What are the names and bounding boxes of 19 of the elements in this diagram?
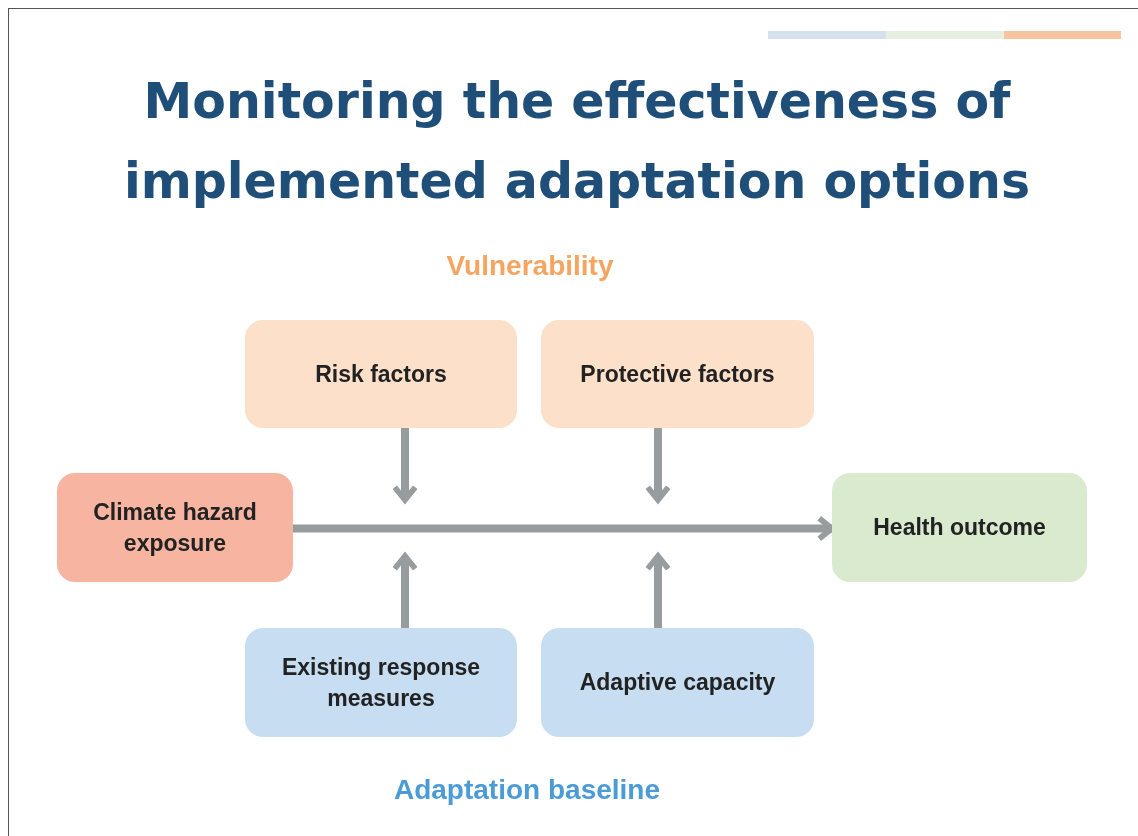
- arrow: [644, 428, 672, 503]
- measure-box: [541, 628, 814, 737]
- group-heading: Vulnerability: [445, 250, 615, 282]
- node-label: Climate hazard exposure: [92, 497, 258, 558]
- arrow: [391, 428, 419, 503]
- node-label: Adaptive capacity: [579, 668, 776, 697]
- arrow: [644, 553, 672, 628]
- node-label: Protective factors: [580, 359, 775, 389]
- arrow: [391, 553, 419, 628]
- factor-box: [541, 320, 814, 428]
- node-label: Risk factors: [315, 359, 447, 389]
- hazard-box: [57, 473, 293, 582]
- node-label: Health outcome: [873, 513, 1046, 542]
- node-label: Existing response measures: [280, 652, 482, 713]
- group-heading: Adaptation baseline: [392, 774, 661, 806]
- measure-box: [245, 628, 517, 737]
- factor-box: [245, 320, 517, 428]
- outcome-box: [832, 473, 1087, 582]
- slide-title: Monitoring the effectiveness of implemented adaptation options: [122, 72, 1032, 212]
